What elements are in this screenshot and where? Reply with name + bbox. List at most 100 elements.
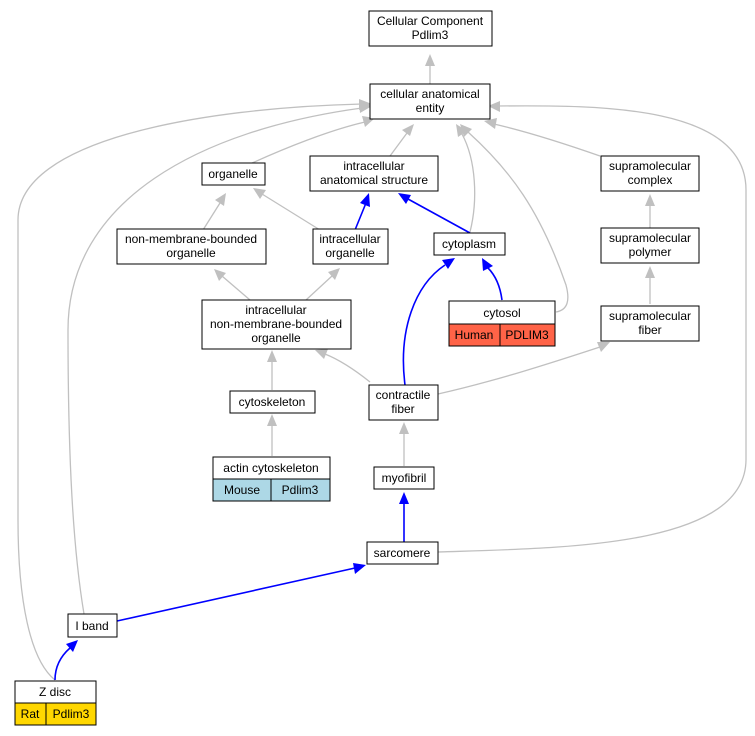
node-label: intracellular: [319, 232, 380, 246]
arrowhead: [460, 124, 472, 137]
arrowhead: [315, 349, 328, 359]
arrowhead: [360, 193, 370, 207]
edge-sarcomere-to-cellular-anatomical-entity: [437, 105, 747, 553]
node-label: complex: [628, 173, 673, 187]
node-label: Z disc: [39, 685, 71, 699]
node-label: cytoskeleton: [239, 395, 306, 409]
node-label: entity: [416, 101, 445, 115]
arrowhead: [353, 563, 366, 574]
node-cytoskeleton[interactable]: cytoskeleton: [229, 390, 316, 414]
node-intracellular-anatomical-structure[interactable]: intracellular anatomical structure: [309, 155, 439, 192]
edge-i-band-to-sarcomere[interactable]: [116, 567, 356, 622]
edge-intracellular-nmbo-to-intracellular-organelle: [305, 275, 333, 301]
node-label: fiber: [638, 323, 661, 337]
gene-badge-pdlim3: [45, 702, 97, 726]
node-label: organelle: [208, 167, 258, 181]
arrowhead: [456, 124, 467, 137]
edge-cytoplasm-to-intracellular-anatomical-structure[interactable]: [407, 198, 471, 234]
node-myofibril[interactable]: myofibril: [373, 466, 435, 490]
node-label: myofibril: [382, 471, 427, 485]
species-label: Rat: [21, 707, 40, 721]
arrowhead: [267, 350, 277, 362]
node-supramolecular-polymer[interactable]: supramolecular polymer: [600, 227, 700, 264]
node-intracellular-nmbo[interactable]: intracellular non-membrane-bounded organ…: [201, 299, 352, 350]
node-label: Pdlim3: [412, 28, 449, 42]
node-cytosol[interactable]: cytosol Human PDLIM3: [448, 300, 556, 347]
node-supramolecular-complex[interactable]: supramolecular complex: [600, 155, 700, 192]
node-root[interactable]: Cellular Component Pdlim3: [368, 10, 493, 47]
edge-intracellular-anatomical-structure-to-cellular-anatomical-entity: [389, 132, 408, 157]
species-label: Mouse: [224, 483, 260, 497]
node-label: organelle: [251, 331, 301, 345]
node-label: fiber: [391, 402, 414, 416]
edge-non-membrane-bounded-organelle-to-organelle: [202, 202, 221, 231]
edge-contractile-fiber-to-supramolecular-fiber: [437, 346, 601, 395]
node-label: intracellular: [343, 159, 404, 173]
gene-label: Pdlim3: [53, 707, 90, 721]
node-label: cellular anatomical: [380, 87, 479, 101]
arrowhead: [398, 193, 411, 204]
edge-z-disc-to-cellular-anatomical-entity: [17, 103, 363, 681]
gene-label: Pdlim3: [282, 483, 319, 497]
nodes: Cellular Component Pdlim3 cellular anato…: [14, 10, 700, 726]
node-label: organelle: [325, 246, 375, 260]
edge-i-band-to-cellular-anatomical-entity: [67, 107, 363, 615]
arrowhead: [597, 342, 610, 352]
node-intracellular-organelle[interactable]: intracellular organelle: [312, 228, 389, 265]
node-contractile-fiber[interactable]: contractile fiber: [368, 384, 439, 421]
edge-cytosol-to-cytoplasm[interactable]: [487, 267, 503, 301]
node-label: supramolecular: [609, 309, 691, 323]
edge-supramolecular-complex-to-cellular-anatomical-entity: [493, 123, 601, 157]
node-label: sarcomere: [374, 546, 431, 560]
node-cytoplasm[interactable]: cytoplasm: [433, 232, 506, 256]
node-label: cytoplasm: [442, 237, 496, 251]
arrowhead: [399, 422, 409, 434]
node-sarcomere[interactable]: sarcomere: [366, 541, 439, 565]
node-cellular-anatomical-entity[interactable]: cellular anatomical entity: [369, 83, 491, 120]
arrowhead: [482, 258, 493, 271]
edge-cytoplasm-to-cellular-anatomical-entity: [461, 133, 476, 233]
arrowhead: [359, 99, 372, 110]
arrowhead: [267, 414, 277, 426]
arrowhead: [253, 188, 266, 199]
node-z-disc[interactable]: Z disc Rat Pdlim3: [14, 680, 97, 726]
edge-contractile-fiber-to-intracellular-nmbo: [324, 353, 371, 383]
node-label: non-membrane-bounded: [125, 232, 257, 246]
node-label: actin cytoskeleton: [223, 461, 318, 475]
node-non-membrane-bounded-organelle[interactable]: non-membrane-bounded organelle: [116, 228, 267, 265]
arrowhead: [645, 194, 655, 206]
edge-z-disc-to-i-band[interactable]: [54, 647, 71, 681]
node-label: Cellular Component: [377, 14, 484, 28]
node-label: cytosol: [483, 306, 520, 320]
gene-badge-pdlim3: [499, 323, 556, 347]
arrowhead: [328, 268, 340, 280]
arrowhead: [425, 54, 435, 66]
edge-cytosol-to-cellular-anatomical-entity: [467, 131, 569, 313]
edge-organelle-to-cellular-anatomical-entity: [249, 121, 366, 165]
gene-badge-pdlim3: [270, 478, 331, 502]
node-label: anatomical structure: [320, 173, 428, 187]
edge-intracellular-nmbo-to-non-membrane-bounded-organelle: [221, 275, 251, 301]
edge-contractile-fiber-to-cytoplasm[interactable]: [402, 264, 446, 386]
node-label: non-membrane-bounded: [210, 317, 342, 331]
node-label: I band: [75, 619, 108, 633]
node-label: polymer: [629, 245, 672, 259]
arrowhead: [484, 118, 497, 129]
node-organelle[interactable]: organelle: [201, 162, 266, 186]
node-label: supramolecular: [609, 231, 691, 245]
node-label: supramolecular: [609, 159, 691, 173]
edge-intracellular-organelle-to-intracellular-anatomical-structure[interactable]: [354, 202, 367, 231]
arrowhead: [442, 258, 455, 269]
arrowhead: [66, 640, 78, 652]
node-label: intracellular: [245, 303, 306, 317]
edges: [17, 54, 747, 681]
node-actin-cytoskeleton[interactable]: actin cytoskeleton Mouse Pdlim3: [212, 456, 331, 502]
arrowhead: [214, 269, 226, 281]
node-supramolecular-fiber[interactable]: supramolecular fiber: [600, 305, 700, 342]
gene-label: PDLIM3: [505, 328, 549, 342]
node-i-band[interactable]: I band: [67, 613, 118, 638]
arrowhead: [215, 193, 226, 206]
arrowhead: [488, 101, 500, 112]
edge-intracellular-organelle-to-organelle: [261, 193, 321, 231]
